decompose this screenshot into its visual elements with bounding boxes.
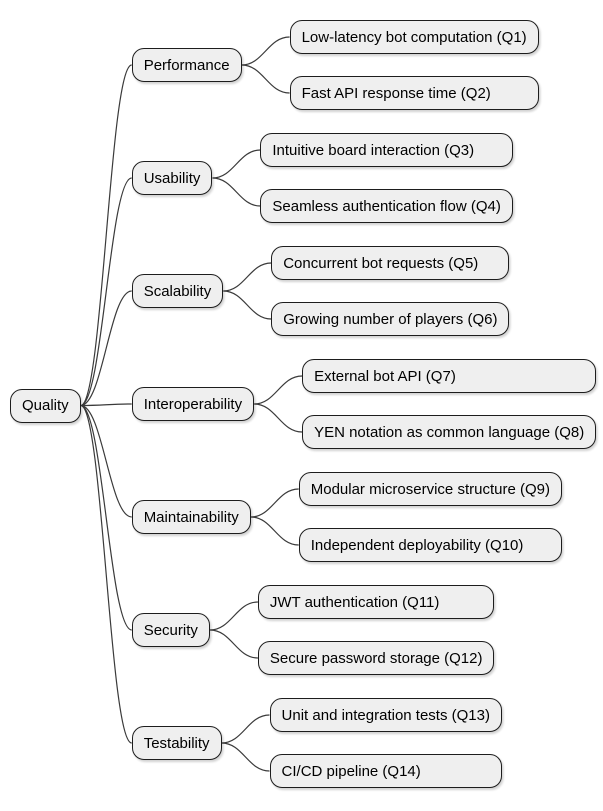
branch-node: Testability	[131, 726, 222, 760]
branch-children: Intuitive board interaction (Q3) Seamless…	[260, 133, 513, 223]
leaf-node: Modular microservice structure (Q9)	[298, 472, 562, 506]
branch-node: Interoperability	[131, 387, 255, 421]
leaf-node: JWT authentication (Q11)	[257, 585, 495, 619]
root-column: Quality	[10, 0, 81, 811]
leaf-node: Unit and integration tests (Q13)	[269, 698, 502, 732]
branch-children: JWT authentication (Q11) Secure password …	[257, 585, 495, 675]
branch-group: Usability Intuitive board interaction (Q…	[131, 133, 597, 223]
branch-children: Concurrent bot requests (Q5) Growing numb…	[271, 246, 510, 336]
branch-children: Low-latency bot computation (Q1) Fast API…	[289, 20, 539, 110]
leaf-node: Intuitive board interaction (Q3)	[260, 133, 513, 167]
leaf-node: Low-latency bot computation (Q1)	[289, 20, 539, 54]
leaf-node: External bot API (Q7)	[302, 359, 597, 393]
branch-group: Maintainability Modular microservice str…	[131, 472, 597, 562]
leaf-node: Seamless authentication flow (Q4)	[260, 189, 513, 223]
branch-node: Usability	[131, 161, 213, 195]
branch-group: Interoperability External bot API (Q7) YE…	[131, 359, 597, 449]
branch-node: Performance	[131, 48, 242, 82]
branches-column: Performance Low-latency bot computation …	[131, 0, 597, 811]
leaf-node: YEN notation as common language (Q8)	[302, 415, 597, 449]
leaf-node: Secure password storage (Q12)	[257, 641, 495, 675]
branch-group: Security JWT authentication (Q11) Secure …	[131, 585, 597, 675]
branch-group: Performance Low-latency bot computation …	[131, 20, 597, 110]
branch-node: Scalability	[131, 274, 224, 308]
leaf-node: CI/CD pipeline (Q14)	[269, 754, 502, 788]
branch-children: Unit and integration tests (Q13) CI/CD pi…	[269, 698, 502, 788]
root-node: Quality	[10, 388, 81, 423]
branch-group: Testability Unit and integration tests (…	[131, 698, 597, 788]
branch-group: Scalability Concurrent bot requests (Q5)…	[131, 246, 597, 336]
branch-children: Modular microservice structure (Q9) Indep…	[298, 472, 562, 562]
leaf-node: Growing number of players (Q6)	[271, 302, 510, 336]
leaf-node: Fast API response time (Q2)	[289, 76, 539, 110]
branch-node: Maintainability	[131, 500, 251, 534]
branch-children: External bot API (Q7) YEN notation as com…	[302, 359, 597, 449]
leaf-node: Independent deployability (Q10)	[298, 528, 562, 562]
leaf-node: Concurrent bot requests (Q5)	[271, 246, 510, 280]
branch-node: Security	[131, 613, 210, 647]
